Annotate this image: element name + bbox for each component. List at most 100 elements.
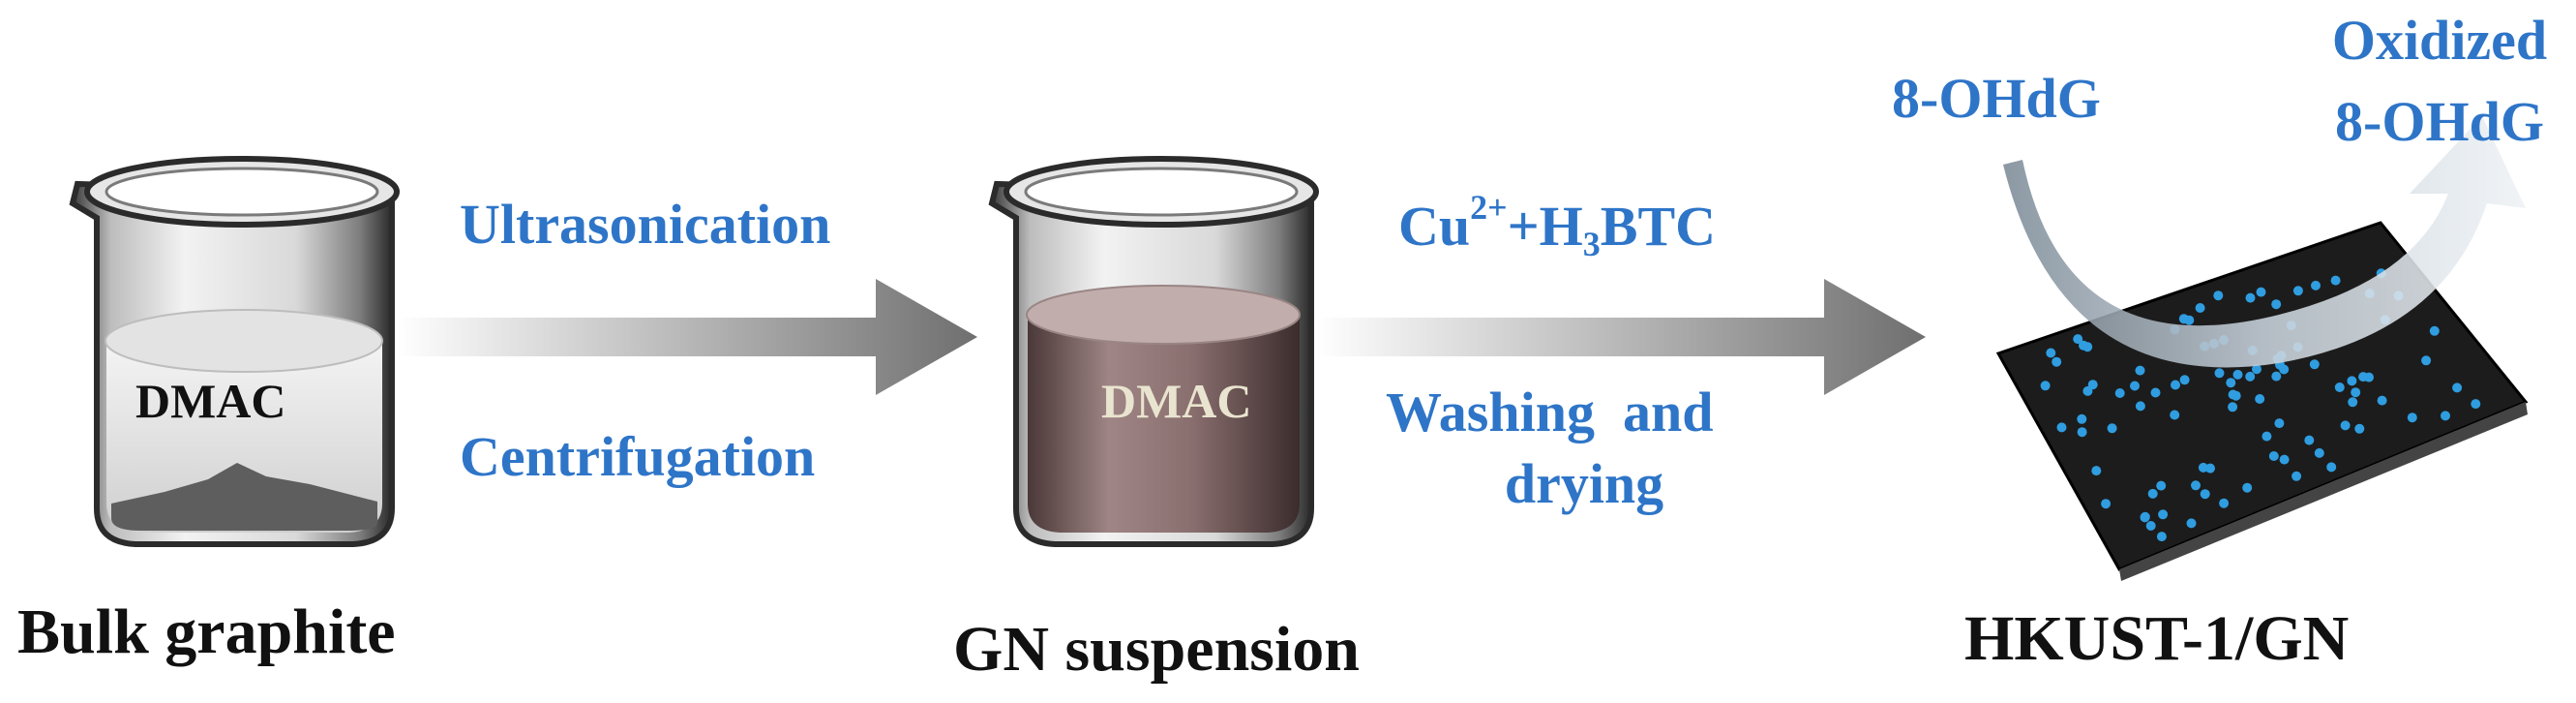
hkust-1-particle bbox=[2271, 299, 2282, 310]
oxidation-curved-arrow bbox=[2003, 116, 2526, 368]
hkust-1-particle bbox=[2040, 381, 2051, 391]
hkust-1-particle bbox=[2046, 348, 2056, 358]
hkust-1-particle bbox=[2279, 454, 2290, 465]
process-arrow-1 bbox=[397, 279, 977, 395]
hkust-1-particle bbox=[2228, 402, 2238, 413]
hkust-1-particle bbox=[2348, 397, 2358, 408]
hkust-1-particle bbox=[2252, 364, 2261, 375]
hkust-1-particle bbox=[2261, 431, 2272, 442]
hkust-1-particle bbox=[2309, 359, 2320, 370]
hkust-1-particle bbox=[2226, 378, 2236, 388]
hkust-1-particle bbox=[2268, 451, 2279, 461]
hkust-1-particle bbox=[2140, 512, 2150, 523]
hkust-1-particle bbox=[2077, 413, 2087, 424]
hkust-1-particle bbox=[2170, 410, 2180, 420]
hkust-1-particle bbox=[2114, 388, 2125, 398]
stage-label-gn-suspension: GN suspension bbox=[953, 614, 1361, 685]
hkust-1-particle bbox=[2232, 369, 2243, 380]
step1-centrifugation-label: Centrifugation bbox=[460, 425, 816, 488]
hkust-1-particle bbox=[2421, 355, 2432, 366]
hkust-1-particle bbox=[2245, 371, 2256, 382]
beaker-2-solvent-label: DMAC bbox=[1101, 374, 1252, 428]
hkust-1-particle bbox=[2135, 401, 2145, 412]
hkust-1-particle bbox=[2191, 480, 2201, 491]
hkust-1-particle bbox=[2311, 280, 2321, 290]
hkust-1-particle bbox=[2178, 314, 2189, 324]
hkust-1-particle bbox=[2200, 489, 2210, 500]
hkust-1-particle bbox=[2228, 389, 2238, 400]
hkust-1-particle bbox=[2351, 387, 2361, 398]
hkust-1-particle bbox=[2213, 290, 2224, 301]
hkust-1-particle bbox=[2330, 275, 2341, 286]
hkust-1-particle bbox=[2314, 447, 2324, 458]
beaker-gn-suspension bbox=[988, 156, 1319, 547]
hkust-1-particle bbox=[2077, 427, 2087, 438]
hkust-1-particle bbox=[2340, 420, 2351, 431]
hkust-1-particle bbox=[2274, 418, 2285, 429]
hkust-1-particle bbox=[2156, 532, 2167, 542]
hkust-1-particle bbox=[2198, 462, 2208, 473]
step2-reagents-label: Cu2++H3BTC bbox=[1398, 190, 1717, 261]
hkust-1-particle bbox=[2377, 395, 2387, 406]
hkust-1-particle bbox=[2245, 292, 2256, 303]
hkust-1-particle bbox=[2195, 303, 2205, 313]
hkust-1-particle bbox=[2256, 287, 2266, 297]
hkust-gn-film bbox=[1995, 221, 2529, 581]
hkust-1-particle bbox=[2073, 334, 2083, 345]
hkust-1-particle bbox=[2186, 518, 2197, 529]
stage-label-hkust-gn: HKUST-1/GN bbox=[1964, 603, 2350, 674]
hkust-1-particle bbox=[2291, 471, 2302, 481]
hkust-1-particle bbox=[2304, 435, 2315, 445]
hkust-1-particle bbox=[2135, 365, 2145, 376]
hkust-1-particle bbox=[2079, 340, 2088, 351]
hkust-1-particle bbox=[2279, 364, 2290, 375]
reagent-copper: Cu bbox=[1398, 195, 1471, 258]
hkust-1-particle bbox=[2242, 482, 2253, 493]
hkust-1-particle bbox=[2358, 372, 2369, 382]
hkust-1-particle bbox=[2354, 423, 2365, 434]
reagent-copper-charge: 2+ bbox=[1470, 188, 1508, 228]
reagent-h-subscript: 3 bbox=[1582, 224, 1601, 263]
hkust-1-particle bbox=[2292, 286, 2303, 296]
hkust-1-particle bbox=[2082, 385, 2093, 396]
hkust-1-particle bbox=[2130, 381, 2140, 391]
hkust-1-particle bbox=[2158, 509, 2169, 520]
process-arrow-2 bbox=[1316, 279, 1926, 395]
hkust-1-particle bbox=[2087, 380, 2098, 390]
step1-ultrasonication-label: Ultrasonication bbox=[460, 193, 831, 256]
hkust-1-particle bbox=[2255, 394, 2265, 404]
hkust-1-particle bbox=[2091, 466, 2102, 476]
beaker-1-solvent-label: DMAC bbox=[135, 374, 286, 428]
hkust-1-particle bbox=[2150, 387, 2161, 398]
graphite-sediment bbox=[111, 463, 377, 531]
hkust-1-particle bbox=[2147, 488, 2158, 499]
hkust-1-particle bbox=[2145, 521, 2156, 531]
hkust-1-particle bbox=[2471, 399, 2481, 410]
reagent-btc: BTC bbox=[1600, 195, 1717, 258]
product-label-line1: Oxidized bbox=[2331, 9, 2548, 72]
hkust-1-particle bbox=[2271, 371, 2282, 382]
hkust-1-particle bbox=[2156, 480, 2167, 491]
hkust-1-particle bbox=[2441, 411, 2450, 421]
hkust-1-particle bbox=[2052, 356, 2062, 367]
hkust-1-particle bbox=[2334, 382, 2345, 392]
step2-drying-label: drying bbox=[1504, 452, 1664, 515]
reactant-label: 8-OHdG bbox=[1892, 67, 2101, 130]
hkust-1-particle bbox=[2429, 325, 2440, 336]
step2-washing-label: Washing and bbox=[1386, 381, 1714, 443]
hkust-1-particle bbox=[2452, 382, 2463, 393]
beaker-bulk-graphite bbox=[69, 156, 400, 547]
hkust-1-particle bbox=[2219, 498, 2230, 508]
hkust-1-particle bbox=[2179, 375, 2190, 385]
hkust-1-particle bbox=[2214, 368, 2225, 379]
reagent-plus-h: +H bbox=[1507, 195, 1583, 258]
hkust-1-particle bbox=[2056, 422, 2067, 433]
hkust-1-particle bbox=[2101, 499, 2112, 509]
hkust-1-particle bbox=[2347, 376, 2357, 386]
product-label-line2: 8-OHdG bbox=[2335, 90, 2544, 153]
hkust-1-particle bbox=[2326, 462, 2337, 473]
hkust-1-particle bbox=[2407, 413, 2417, 423]
hkust-1-particle bbox=[2171, 380, 2180, 390]
